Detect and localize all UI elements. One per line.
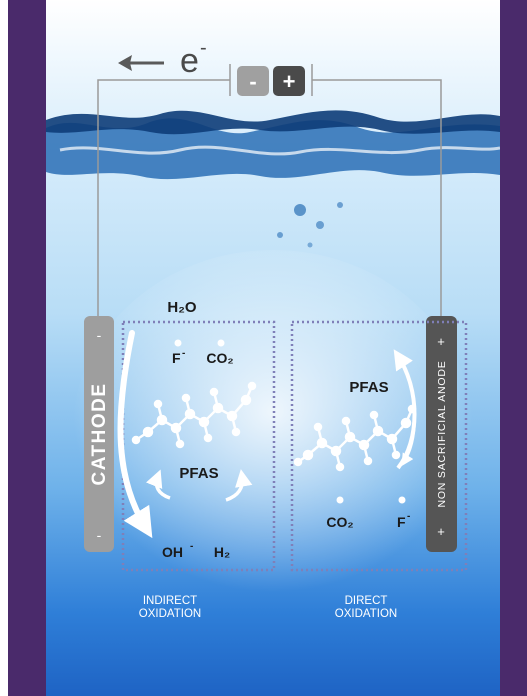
direct-oxidation-box (290, 320, 468, 572)
direct-cycle-arrow-down (401, 371, 416, 467)
water-glow (73, 250, 473, 610)
battery-positive-terminal (273, 66, 305, 96)
fluoride-dot-direct (398, 496, 406, 504)
fluoride-dot-indirect (174, 339, 182, 347)
electron-label: e (180, 42, 199, 80)
cathode-label: CATHODE (89, 382, 110, 485)
electron-charge: - (200, 37, 207, 59)
pfas-label-indirect: PFAS (179, 465, 218, 482)
fluoride-label-indirect: F (172, 350, 181, 366)
indirect-cycle-arrow-right (225, 469, 253, 502)
co2-label-direct: CO₂ (326, 514, 353, 530)
co2-dot-indirect (217, 339, 225, 347)
electrochemical-oxidation-diagram: e - - + - - CATHODE + + NON SACRIFICIAL … (46, 0, 500, 696)
anode-label: NON SACRIFICIAL ANODE (436, 360, 448, 507)
fluoride-charge-indirect: - (182, 348, 185, 359)
indirect-caption-line1: INDIRECT (143, 595, 197, 607)
indirect-cycle-arrow-left (145, 469, 171, 500)
co2-label-indirect: CO₂ (206, 350, 233, 366)
left-purple-border (8, 0, 46, 696)
right-purple-border (500, 0, 527, 696)
co2-dot-direct (336, 496, 344, 504)
cathode-bottom-sign: - (97, 527, 102, 543)
hydroxide-label: OH (162, 544, 183, 560)
indirect-caption-line2: OXIDATION (139, 608, 201, 620)
pfas-molecule-indirect (131, 381, 257, 449)
cathode-top-sign: - (97, 327, 102, 343)
direct-caption-line1: DIRECT (345, 595, 388, 607)
anode-top-sign: + (437, 334, 445, 349)
circuit-wires (97, 79, 442, 318)
indirect-oxidation-box (121, 320, 276, 572)
battery-minus-sign: - (249, 69, 256, 94)
h2-label: H₂ (214, 544, 230, 560)
battery-negative-terminal (237, 66, 269, 96)
battery (229, 64, 313, 96)
diagram-panel: e - - + - - CATHODE + + NON SACRIFICIAL … (46, 0, 500, 696)
cathode-reduction-arrow (117, 330, 153, 539)
fluoride-charge-direct: - (407, 511, 410, 522)
pfas-label-direct: PFAS (349, 379, 388, 396)
electron-flow-arrow (118, 55, 164, 71)
fluoride-label-direct: F (397, 514, 406, 530)
direct-caption-line2: OXIDATION (335, 608, 397, 620)
cathode-electrode (84, 316, 114, 552)
h2o-label: H₂O (167, 299, 196, 316)
battery-plus-sign: + (283, 69, 296, 94)
water-surface (46, 110, 500, 248)
anode-bottom-sign: + (437, 524, 445, 539)
anode-electrode (426, 316, 457, 552)
hydroxide-charge: - (190, 541, 193, 552)
